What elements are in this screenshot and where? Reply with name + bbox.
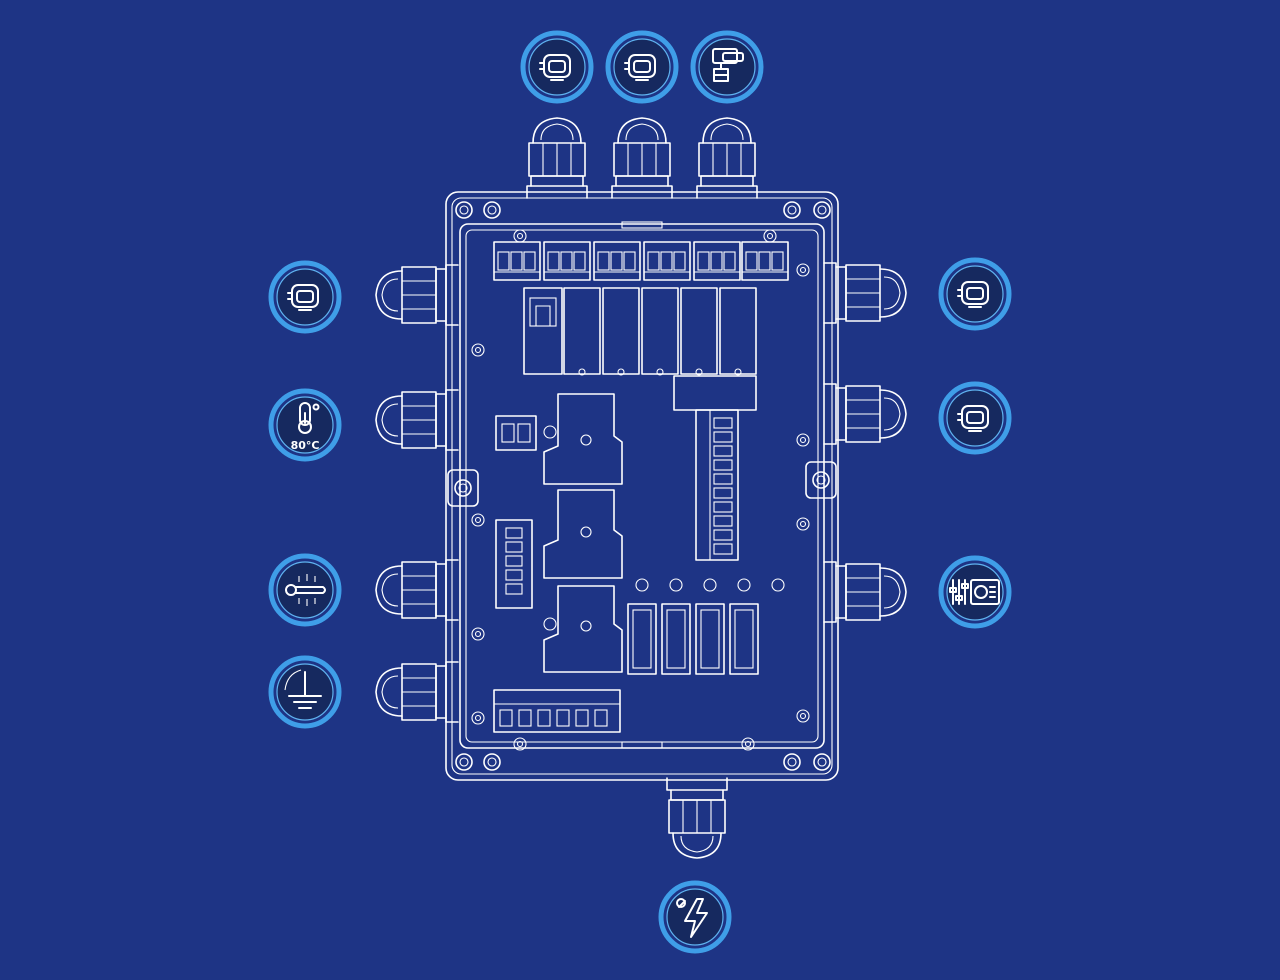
- pump-icon[interactable]: [271, 263, 339, 331]
- cable-gland-right-3: [823, 561, 907, 623]
- control-modules: [543, 393, 623, 673]
- control-panel-icon[interactable]: [941, 558, 1009, 626]
- pump-icon[interactable]: [941, 384, 1009, 452]
- terminal-block-row-top: [493, 241, 789, 281]
- relay-bank-top: [523, 287, 757, 376]
- junction-box-enclosure: [445, 191, 839, 781]
- heating-element-icon[interactable]: [271, 556, 339, 624]
- cable-gland-top-1: [526, 117, 588, 199]
- cable-gland-right-1: [823, 262, 907, 324]
- power-supply-icon[interactable]: [661, 883, 729, 951]
- relay-bank-bottom: [627, 603, 759, 675]
- temperature-label: 80°C: [291, 439, 320, 452]
- thermometer-icon[interactable]: 80°C: [271, 391, 339, 459]
- cable-gland-top-2: [611, 117, 673, 199]
- terminal-block-row-bottom: [493, 689, 621, 733]
- cable-gland-right-2: [823, 383, 907, 445]
- din-terminal-strip: [673, 375, 757, 561]
- terminal-vertical-left: [495, 519, 533, 609]
- cable-gland-top-3: [696, 117, 758, 199]
- pump-icon[interactable]: [941, 260, 1009, 328]
- cable-gland-bottom: [666, 777, 728, 859]
- pump-icon[interactable]: [523, 33, 591, 101]
- pump-icon[interactable]: [608, 33, 676, 101]
- terminal-2-pole: [495, 415, 557, 451]
- indicator-leds: [635, 578, 785, 592]
- valve-actuator-icon[interactable]: [693, 33, 761, 101]
- ground-icon[interactable]: [271, 658, 339, 726]
